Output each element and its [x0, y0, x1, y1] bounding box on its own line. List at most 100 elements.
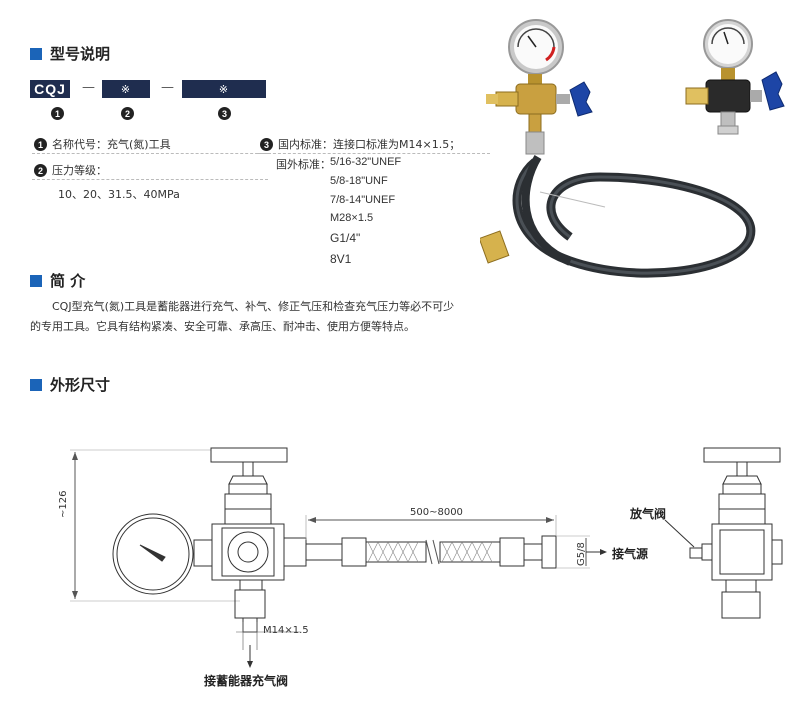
hose-ferrule: [341, 537, 367, 567]
foreign-standard-item: 5/8-18"UNF: [330, 175, 388, 187]
side-body: [711, 523, 773, 581]
dim-thread-label: M14×1.5: [263, 625, 309, 636]
gauge-needle: [139, 544, 166, 562]
section-marker: [30, 47, 42, 60]
code-dash: —: [161, 80, 174, 95]
brass-nut: [486, 94, 498, 104]
code-placeholder-box-1: ※: [102, 80, 150, 98]
dim-arrow: [72, 452, 78, 460]
steel-nut: [717, 125, 739, 135]
dim-port-label: G5/8: [576, 542, 587, 566]
gauge-red-zone: [545, 46, 556, 62]
product-photo: [480, 19, 785, 278]
hose-fitting: [525, 131, 545, 155]
hose-highlight: [515, 160, 753, 275]
brass-end-nut: [480, 230, 510, 264]
side-bottom-nut: [725, 579, 757, 593]
valve-body-brass: [515, 83, 557, 115]
foreign-standard-item: M28×1.5: [330, 212, 374, 224]
blue-handwheel: [569, 81, 593, 117]
gas-source-label: 接气源: [612, 547, 649, 561]
marker-3: 3: [218, 107, 231, 120]
section-title-intro: 简 介: [30, 270, 85, 291]
gauge-needle: [527, 35, 537, 48]
brass-outlet: [528, 113, 542, 133]
marker-1: 1: [34, 138, 47, 151]
intro-paragraph-line-2: 的专用工具。它具有结构紧凑、安全可靠、承高压、耐冲击、使用方便等特点。: [30, 320, 415, 333]
body-inner: [221, 527, 275, 577]
gauge-scale: [711, 27, 745, 45]
gauge-inner: [116, 517, 190, 591]
hose-segment: [439, 541, 501, 563]
legend-item-1: 1 名称代号：充气(氮)工具: [32, 137, 268, 154]
gauge-outer: [112, 513, 194, 595]
end-nut: [541, 535, 557, 569]
legend-item-3-text: 国内标准：连接口标准为M14×1.5；: [278, 138, 461, 151]
foreign-standard-item: G1/4": [330, 231, 361, 245]
section-title-text: 简 介: [50, 272, 86, 290]
side-stem-nut: [722, 475, 762, 485]
bonnet: [228, 483, 268, 495]
leader-line: [664, 519, 695, 548]
side-outlet: [771, 539, 783, 565]
side-bonnet: [722, 483, 762, 495]
marker-2: 2: [34, 164, 47, 177]
code-prefix-box: CQJ: [30, 80, 70, 98]
section-title-text: 型号说明: [50, 45, 111, 63]
foreign-standard-item: 8V1: [330, 252, 352, 266]
code-dash: —: [82, 80, 95, 95]
body-bore-inner: [237, 541, 259, 563]
marker-1: 1: [51, 107, 64, 120]
brass-fitting: [528, 74, 542, 84]
section-marker: [30, 274, 42, 287]
gauge-needle: [723, 31, 729, 45]
break-mark: [432, 539, 440, 565]
hose-braid: [367, 541, 419, 563]
hose: [521, 154, 572, 266]
intro-paragraph-line-1: CQJ型充气(氮)工具是蓄能器进行充气、补气、修正气压和检查充气压力等必不可少: [52, 300, 455, 313]
valve-stem: [242, 461, 254, 477]
break-mark: [425, 539, 433, 565]
section-title-model: 型号说明: [30, 43, 110, 64]
outlet-nut: [283, 537, 307, 567]
hose-ferrule: [499, 537, 525, 567]
body-bore: [227, 531, 269, 573]
side-bonnet-body: [718, 493, 766, 525]
leader-arrow: [600, 549, 607, 555]
marker-3: 3: [260, 138, 273, 151]
valve-body: [211, 523, 285, 581]
handwheel-top: [210, 447, 288, 463]
brass-fitting: [721, 68, 735, 80]
marker-2: 2: [121, 107, 134, 120]
gauge-connector: [193, 539, 213, 567]
gauge-scale: [517, 28, 555, 48]
legend-item-2-text: 压力等级：: [52, 164, 107, 177]
section-marker: [30, 378, 42, 391]
stem-nut: [228, 475, 268, 485]
dim-height-label: ~126: [58, 490, 69, 518]
hose-braid: [441, 541, 493, 563]
dim-length-label: 500~8000: [410, 507, 463, 518]
brass-connector: [685, 87, 709, 105]
blue-handwheel: [761, 71, 785, 111]
end-fitting: [523, 543, 543, 561]
foreign-standard-item: 7/8-14"UNEF: [330, 194, 396, 206]
valve-stem: [556, 94, 570, 104]
bottom-thread: [242, 617, 258, 633]
valve-stem: [750, 90, 762, 102]
side-bleed-valve: [701, 543, 713, 561]
foreign-standard-label: 国外标准：: [276, 158, 331, 171]
legend-item-3: 3 国内标准：连接口标准为M14×1.5；: [258, 137, 490, 154]
bonnet-body: [224, 493, 272, 525]
side-handwheel: [703, 447, 781, 463]
leader-arrow: [247, 661, 253, 668]
dim-arrow: [308, 517, 316, 523]
hose-segment: [365, 541, 427, 563]
section-title-text: 外形尺寸: [50, 376, 111, 394]
side-body-inner: [719, 529, 765, 575]
pressure-values: 10、20、31.5、40MPa: [58, 188, 180, 201]
side-bleed-nut: [689, 547, 703, 559]
legend-item-2: 2 压力等级：: [32, 163, 268, 180]
code-placeholder-box-2: ※: [182, 80, 266, 98]
side-stem: [736, 461, 748, 477]
